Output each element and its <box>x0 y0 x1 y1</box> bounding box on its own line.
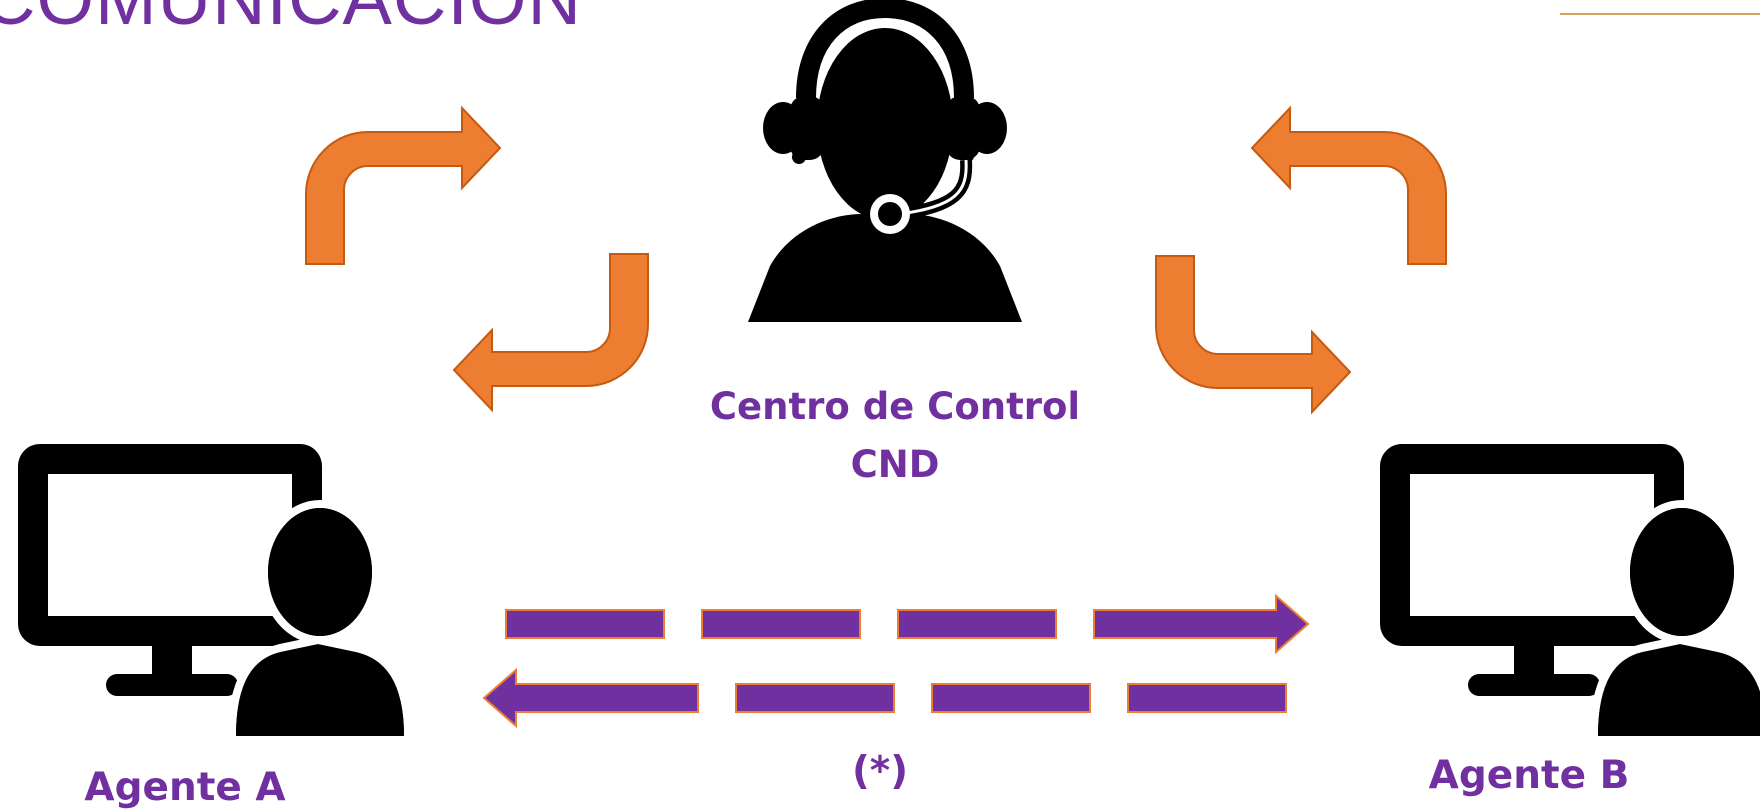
computer-user-icon <box>1380 444 1760 736</box>
headset-operator-icon <box>748 0 1022 322</box>
arrow-b-to-center <box>1250 105 1447 265</box>
arrow-center-to-a <box>452 253 649 413</box>
accent-line <box>1560 13 1760 15</box>
footnote-marker: (*) <box>851 749 909 794</box>
computer-user-icon <box>18 444 408 736</box>
title: COMUNICACIÓN <box>0 0 582 36</box>
agent-a-label: Agente A <box>84 765 286 810</box>
agent-b-label: Agente B <box>1428 753 1630 798</box>
arrow-center-to-b <box>1155 255 1352 415</box>
control-center-label-line2: CND <box>850 443 940 486</box>
control-center-label-line1: Centro de Control <box>709 385 1081 428</box>
arrow-a-to-center <box>305 105 502 265</box>
dashed-arrow-b-to-a <box>482 667 1287 729</box>
dashed-arrow-a-to-b <box>505 593 1310 655</box>
